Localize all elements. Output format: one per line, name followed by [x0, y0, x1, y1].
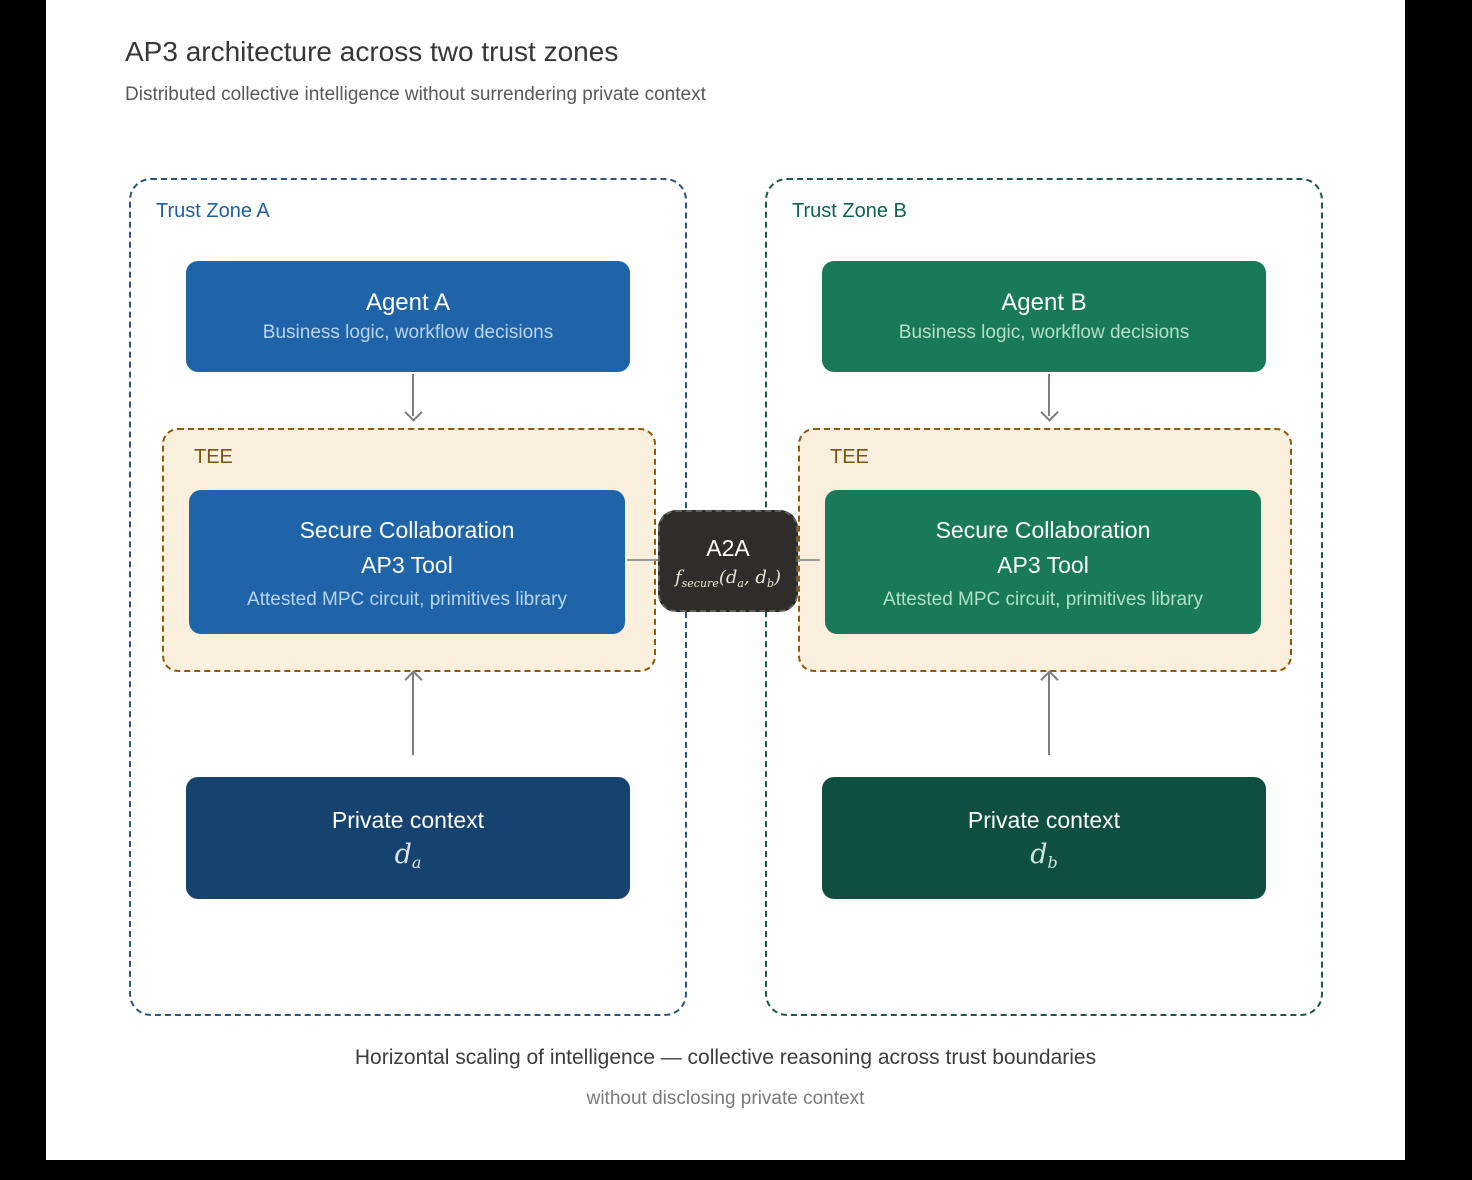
- agent-b-subtitle: Business logic, workflow decisions: [898, 322, 1190, 343]
- private-b-symbol: db: [1030, 838, 1058, 872]
- tee-a-box: TEE Secure Collaboration AP3 Tool Attest…: [162, 428, 656, 672]
- trust-zone-b: Trust Zone B Agent B Business logic, wor…: [765, 178, 1323, 1016]
- private-a-label: Private context: [331, 806, 485, 833]
- secure-a-line1: Secure Collaboration: [299, 517, 515, 543]
- footer-caption-line1: Horizontal scaling of intelligence — col…: [354, 1046, 1097, 1069]
- agent-b-title: Agent B: [1001, 289, 1087, 316]
- arrowhead-up-b-icon: [1040, 670, 1059, 689]
- a2a-title: A2A: [706, 534, 750, 561]
- trust-zone-a-label: Trust Zone A: [156, 200, 270, 222]
- private-context-a-box: Private context da: [186, 777, 630, 899]
- a2a-formula: fsecure(da, db): [674, 566, 782, 590]
- secure-b-line1: Secure Collaboration: [935, 517, 1151, 543]
- secure-b-line2: AP3 Tool: [997, 551, 1089, 578]
- arrow-agent-b-to-tee: [1048, 374, 1050, 416]
- private-b-label: Private context: [967, 806, 1121, 833]
- secure-collaboration-a-box: Secure Collaboration AP3 Tool Attested M…: [189, 490, 625, 634]
- secure-b-subtitle: Attested MPC circuit, primitives library: [883, 589, 1203, 610]
- page-subtitle: Distributed collective intelligence with…: [125, 84, 706, 105]
- secure-a-line2: AP3 Tool: [361, 551, 453, 578]
- arrowhead-down-a-icon: [404, 403, 423, 422]
- agent-a-box: Agent A Business logic, workflow decisio…: [186, 261, 630, 372]
- agent-a-title: Agent A: [365, 289, 451, 316]
- agent-b-box: Agent B Business logic, workflow decisio…: [822, 261, 1266, 372]
- footer-caption-line2: without disclosing private context: [586, 1088, 865, 1109]
- arrowhead-down-b-icon: [1040, 403, 1059, 422]
- agent-a-subtitle: Business logic, workflow decisions: [262, 322, 554, 343]
- arrow-private-b-to-tee: [1048, 673, 1050, 755]
- arrow-private-a-to-tee: [412, 673, 414, 755]
- tee-b-box: TEE Secure Collaboration AP3 Tool Attest…: [798, 428, 1292, 672]
- tee-b-label: TEE: [830, 446, 869, 468]
- secure-a-subtitle: Attested MPC circuit, primitives library: [247, 589, 567, 610]
- page-title: AP3 architecture across two trust zones: [125, 36, 619, 67]
- trust-zone-b-label: Trust Zone B: [792, 200, 907, 222]
- arrow-agent-a-to-tee: [412, 374, 414, 416]
- secure-collaboration-b-box: Secure Collaboration AP3 Tool Attested M…: [825, 490, 1261, 634]
- a2a-box: A2A fsecure(da, db): [658, 510, 798, 612]
- diagram-canvas: AP3 architecture across two trust zones …: [46, 0, 1405, 1160]
- arrowhead-up-a-icon: [404, 670, 423, 689]
- private-a-symbol: da: [394, 838, 422, 872]
- tee-a-label: TEE: [194, 446, 233, 468]
- trust-zone-a: Trust Zone A Agent A Business logic, wor…: [129, 178, 687, 1016]
- private-context-b-box: Private context db: [822, 777, 1266, 899]
